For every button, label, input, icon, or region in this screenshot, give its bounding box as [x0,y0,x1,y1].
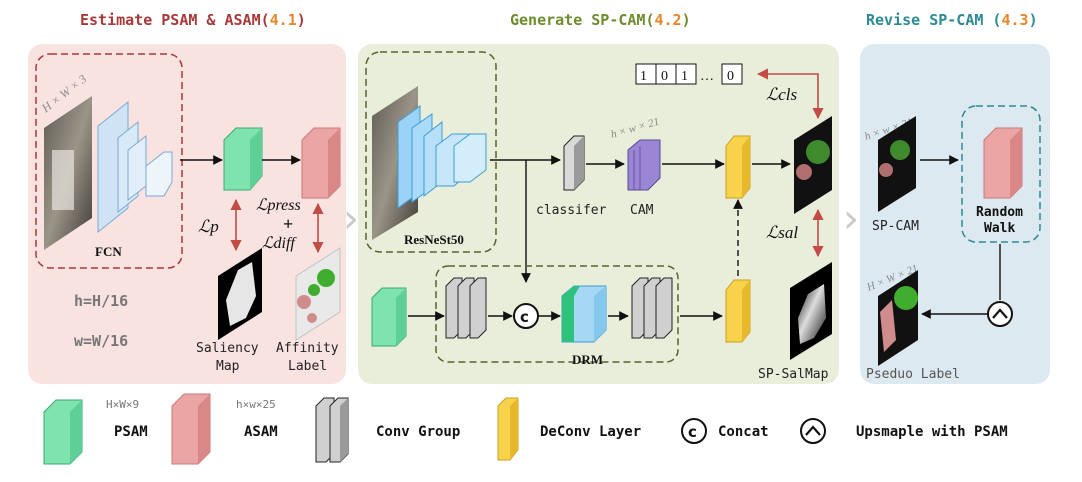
pseudo-label-blob-green [894,286,918,310]
legend-asam-dims: h×w×25 [236,398,276,411]
label-vector-value: 0 [661,69,668,84]
drm-label: DRM [572,352,603,367]
saliency-label-2: Map [216,359,240,374]
revise-spcam-blob [890,140,910,160]
upsample-node [987,301,1013,327]
loss-diff-label: ℒdiff [262,235,297,252]
loss-press-label: ℒpress [256,197,301,214]
random-walk-asam-side [1010,128,1022,198]
h-equation: h=H/16 [74,292,128,310]
drm-conv-layer [469,277,487,339]
legend-psam-label: PSAM [114,424,148,440]
drm-fused-block-side [594,286,606,342]
legend-concat-icon [681,418,707,444]
drm-fused-block-green [562,286,580,342]
label-vector-cell [721,63,743,85]
cam-label: CAM [630,203,654,218]
deconv-block-bottom-side [742,280,750,342]
saliency-label-1: Saliency [196,341,259,356]
pseudo-label-blob-pink [880,300,896,352]
legend-upsample-icon [800,418,826,444]
pseudo-label-text: Pseduo Label [866,367,960,382]
affinity-label-2: Label [288,359,327,374]
affinity-blob-pink [307,313,317,323]
saliency-map-blob [226,262,256,326]
legend-deconv-icon-side [510,398,518,460]
random-walk-label-2: Walk [984,221,1015,236]
revise-spcam-image [878,116,916,212]
section-title-generate: Generate SP-CAM(4.2) [510,11,691,29]
legend-upsample-caret-icon [805,425,821,436]
concat-symbol: c [520,308,529,326]
chevron-separator-icon: › [343,196,359,242]
affinity-blob-pink [297,295,311,309]
chevron-separator-icon: › [843,196,859,242]
fcn-label: FCN [95,244,122,259]
section-title-revise: Revise SP-CAM (4.3) [866,11,1038,29]
legend-asam-label: ASAM [244,424,278,440]
label-vector-ellipsis: … [700,69,714,84]
affinity-blob-green [308,284,320,296]
cam-block [627,139,661,191]
label-vector-value: 1 [681,69,688,84]
spcam-blob-green [806,140,830,164]
revise-spcam-blob [879,163,893,177]
upsample-caret-icon [992,308,1008,319]
legend-upsample-label: Upsmaple with PSAM [856,424,1008,440]
classifier-label: classifer [536,203,607,218]
input-image-figure [52,150,74,210]
backbone-dashed-box [365,51,497,253]
random-walk-dashed-box [961,105,1041,243]
sp-salmap-blob [798,284,826,344]
legend-concat-label: Concat [718,424,769,440]
legend-psam-icon-side [70,400,82,464]
section-title-estimate: Estimate PSAM & ASAM(4.1) [80,11,306,29]
loss-cls-arrow [756,68,824,120]
spcam-output-image [794,116,832,214]
plus-sign: + [283,214,293,234]
label-vector-value: 0 [727,69,734,84]
random-walk-label-1: Random [976,205,1023,220]
classifier-block-side [574,136,584,190]
legend-deconv-label: DeConv Layer [540,424,641,440]
revise-spcam-label: SP-CAM [872,219,919,234]
label-vector-value: 1 [640,69,647,84]
backbone-label: ResNeSt50 [404,232,464,247]
w-equation: w=W/16 [74,332,128,350]
deconv-block-top-side [742,136,750,198]
fcn-layer [145,151,173,197]
affinity-label-1: Affinity [276,341,339,356]
loss-sal-label: ℒsal [766,223,798,242]
drm-conv-layer [655,277,673,339]
sp-salmap-label: SP-SalMap [758,367,829,382]
legend-concat-symbol: c [688,423,697,441]
legend-asam-icon-side [198,394,210,464]
fcn-dashed-box [35,53,183,269]
loss-cls-label: ℒcls [766,85,798,104]
legend-conv-label: Conv Group [376,424,460,440]
asam-block-side [328,128,340,198]
loss-p-label: ℒp [198,217,219,236]
backbone-layer [453,133,487,183]
affinity-blob-green [317,269,335,287]
psam-block-side [250,128,262,190]
legend-conv-icon-side [340,398,348,462]
label-vector-cell [675,63,697,85]
spcam-blob-pink [796,164,812,180]
legend-psam-dims: H×W×9 [106,398,139,411]
drm-psam-input-side [396,288,406,346]
